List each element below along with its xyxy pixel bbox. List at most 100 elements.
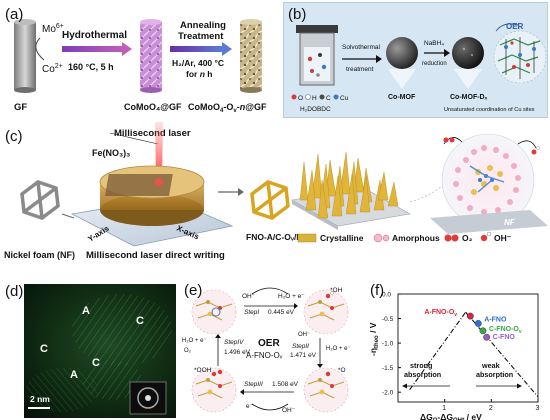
e-step2: StepII (292, 343, 309, 350)
co-mof-dx-sphere (452, 37, 484, 69)
panel-c-svg: Millisecond laser Fe(NO₃)₃ Y-axis X-axis… (4, 122, 548, 261)
panel-a-label: (a) (5, 6, 24, 23)
e-ads-oh: *OH (330, 287, 343, 294)
laser-label: Millisecond laser (114, 128, 191, 139)
petri-dish (99, 165, 205, 226)
co-mof-sphere (386, 37, 418, 69)
ion-co: Co2+ (42, 63, 63, 75)
e-e-out: e⁻ (246, 403, 254, 410)
arrow-2 (170, 46, 222, 52)
arrow-left-head (402, 383, 407, 389)
volcano-left-line (409, 311, 467, 391)
structure-tl (191, 289, 237, 335)
data-point (479, 327, 487, 335)
svg-text:C: C (326, 95, 331, 102)
panel-a: (a) (0, 0, 278, 118)
legend-amorphous: Amorphous (392, 233, 440, 243)
data-point-label: C-FNO (493, 334, 516, 341)
x-tick-label: 1 (442, 405, 446, 412)
nickel-foam-icon (20, 180, 60, 220)
annot-left: strong (410, 361, 432, 370)
unsat-note: Unsaturated coordination of Cu sites (444, 107, 535, 113)
annot-right: weak (481, 361, 500, 370)
legend-oh: OH⁻ (494, 233, 512, 243)
sample-comoo4-ov: CoMoO4-Ov-n@GF (188, 102, 267, 114)
e-step1-e: 0.445 eV (268, 309, 295, 316)
ion-mo: Mo6+ (42, 23, 64, 35)
nf-label: Nickel foam (NF) (4, 250, 75, 260)
e-h2o-left: H₂O + e⁻ (182, 338, 207, 344)
panel-b: (b) O H C (283, 2, 548, 118)
tem-label-c2: C (40, 343, 48, 355)
panel-e-label: (e) (184, 282, 203, 299)
e-step3-e: 1.508 eV (272, 381, 299, 388)
step2-line2: Treatment (178, 31, 224, 42)
b-step1-l1: Solvothermal (342, 44, 380, 51)
e-step2-e: 1.471 eV (290, 352, 317, 359)
structure-br (303, 367, 349, 413)
y-tick-label: -0.5 (382, 316, 394, 323)
data-point (474, 320, 482, 327)
tem-label-c1: C (136, 315, 144, 327)
e-o2-left: O₂ (184, 348, 192, 354)
step2-time: for n h (186, 69, 213, 79)
co-mof-dx-label: Co-MOF-Dₓ (450, 94, 488, 101)
e-center-sub: A-FNO-Oᵥ (246, 351, 283, 360)
co-mof-label: Co-MOF (388, 94, 416, 101)
atom-legend: O H C Cu H₂DOBDC (291, 94, 349, 113)
volcano-right-line (465, 311, 539, 398)
e-step4-e: 1.496 eV (224, 349, 251, 356)
data-point (483, 333, 491, 341)
panel-e: (e) (180, 280, 358, 420)
panel-d: (d) A C C A C (2, 280, 178, 420)
scale-label: 2 nm (30, 394, 50, 404)
autoclave-icon (296, 25, 338, 86)
data-point (466, 312, 474, 320)
nf-tag: NF (504, 218, 516, 227)
y-axis-title: -ηtheo / V (368, 322, 380, 356)
tem-label-c3: C (92, 357, 100, 369)
crystal-structure (493, 30, 547, 84)
y-tick-label: -1.5 (382, 365, 394, 372)
panel-d-label: (d) (5, 283, 24, 300)
e-h2o-right: H₂O + e⁻ (326, 346, 351, 352)
gold-foam-icon (250, 180, 290, 220)
e-step1: StepI (244, 309, 259, 316)
arrow-right-head (517, 383, 522, 389)
data-point-label: A-FNO (484, 316, 507, 323)
panel-b-svg: O H C Cu H₂DOBDC Solvothermal treatment … (291, 22, 547, 113)
y-tick-label: -2.0 (382, 390, 394, 397)
panel-a-svg: Mo6+ Co2+ Hydrothermal 160 °C, 5 h Annea… (14, 19, 267, 114)
e-ads-ooh: *OOH (194, 367, 212, 374)
comoo4-rod (140, 19, 162, 93)
svg-text:O: O (298, 95, 303, 102)
sample-comoo4: CoMoO₄@GF (124, 102, 182, 112)
step1-cond: 160 °C, 5 h (68, 62, 114, 72)
annot-right-2: absorption (476, 370, 513, 379)
e-step4: StepIV (224, 339, 244, 346)
x-axis-title: ΔGO-ΔGOH* / eV (420, 412, 482, 420)
panel-c-label: (c) (5, 128, 23, 145)
x-tick-label: 2 (489, 405, 493, 412)
structure-tr (303, 289, 349, 335)
e-oh-in: OH⁻ (242, 293, 256, 300)
c-legend: Crystalline Amorphous O₂ OH⁻ (297, 231, 512, 243)
e-center-title: OER (258, 338, 280, 349)
sample-gf: GF (14, 102, 27, 113)
annot-left-2: absorption (404, 370, 441, 379)
svg-text:H: H (312, 95, 317, 102)
comoo4-ov-rod (240, 19, 262, 93)
e-oh-bottom: OH⁻ (282, 407, 296, 414)
b-step2: NaBH₄ (424, 40, 444, 47)
step2-line1: Annealing (180, 20, 226, 31)
tem-label-a2: A (70, 369, 78, 381)
tem-label-a1: A (82, 305, 90, 317)
ion-curve-icon (35, 37, 45, 61)
y-tick-label: -1.0 (382, 341, 394, 348)
data-point-label: A-FNO-Ov (424, 309, 457, 318)
panel-c: (c) Millisecond laser Fe(NO₃)₃ (0, 122, 550, 272)
structure-bl (191, 367, 237, 413)
